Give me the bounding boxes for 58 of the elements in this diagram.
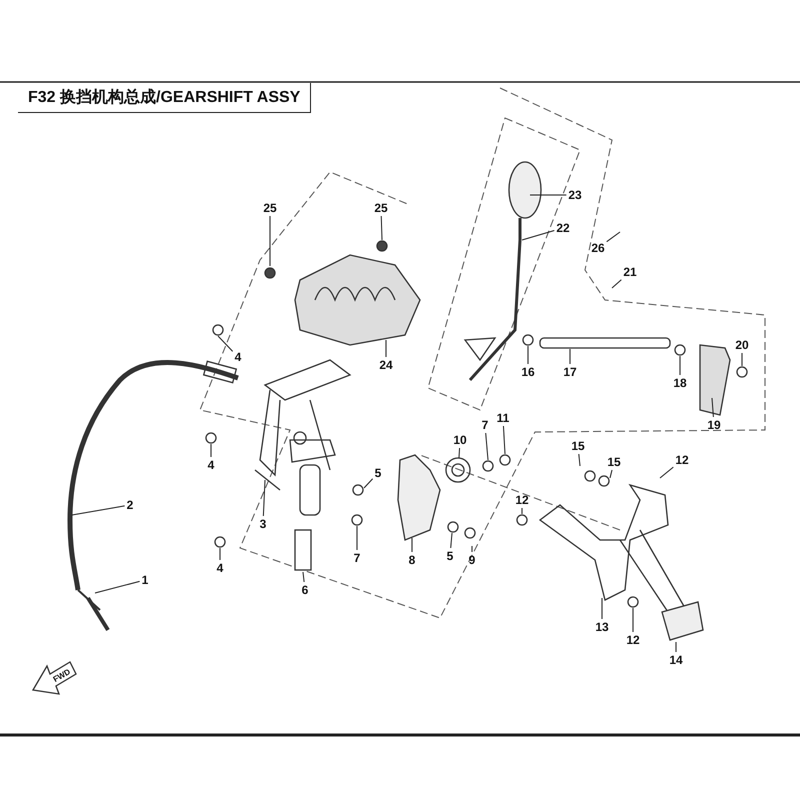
callout-number: 5 <box>446 549 454 563</box>
callout-number: 3 <box>258 517 268 531</box>
leader-line <box>502 426 506 454</box>
callout-number: 8 <box>408 553 416 567</box>
callout-number: 16 <box>520 365 536 379</box>
callout-number: 21 <box>622 265 638 279</box>
leader-line <box>522 230 555 240</box>
direction-label: FWD <box>50 666 73 686</box>
callout-number: 15 <box>606 455 622 469</box>
leader-line <box>632 608 634 632</box>
leader-line <box>218 336 234 352</box>
diagram-title: F32 换挡机构总成/GEARSHIFT ASSY <box>18 83 312 113</box>
leader-line <box>530 194 567 196</box>
callout-number: 1 <box>140 573 150 587</box>
callout-number: 23 <box>567 188 583 202</box>
callout-number: 22 <box>555 221 571 235</box>
leader-line <box>606 232 620 242</box>
callout-number: 24 <box>378 358 394 372</box>
leader-line <box>578 454 580 466</box>
callout-number: 4 <box>206 458 216 472</box>
callout-number: 5 <box>374 466 382 480</box>
leader-line <box>380 216 382 240</box>
callout-number: 12 <box>674 453 690 467</box>
callout-number: 6 <box>300 583 310 597</box>
callout-number: 7 <box>352 551 362 565</box>
leader-line <box>450 532 452 548</box>
callout-number: 25 <box>373 201 389 215</box>
leader-line <box>210 444 212 458</box>
leader-line <box>302 572 305 582</box>
leader-line <box>610 470 612 478</box>
callout-number: 13 <box>594 620 610 634</box>
callout-number: 26 <box>590 241 606 255</box>
callout-number: 12 <box>625 633 641 647</box>
callout-number: 20 <box>734 338 750 352</box>
leader-line <box>356 526 358 550</box>
callout-number: 4 <box>216 561 224 575</box>
callout-number: 10 <box>452 433 468 447</box>
callout-number: 2 <box>126 498 134 512</box>
callout-number: 14 <box>668 653 684 667</box>
leader-line <box>94 580 140 594</box>
callout-number: 25 <box>262 201 278 215</box>
callout-number: 15 <box>570 439 586 453</box>
callout-number: 11 <box>496 411 510 425</box>
callout-number: 9 <box>468 553 476 567</box>
leader-line <box>712 398 714 418</box>
callout-number: 4 <box>234 350 242 364</box>
leader-line <box>458 448 460 458</box>
callout-number: 19 <box>706 418 722 432</box>
callout-number: 12 <box>514 493 530 507</box>
leader-line <box>262 480 266 516</box>
callout-number: 17 <box>562 365 578 379</box>
leader-line <box>72 505 126 516</box>
leader-line <box>660 466 674 478</box>
leader-line <box>364 478 374 488</box>
leader-line <box>485 432 488 460</box>
callout-number: 18 <box>672 376 688 390</box>
callout-number: 7 <box>480 418 490 432</box>
leader-line <box>612 279 622 288</box>
